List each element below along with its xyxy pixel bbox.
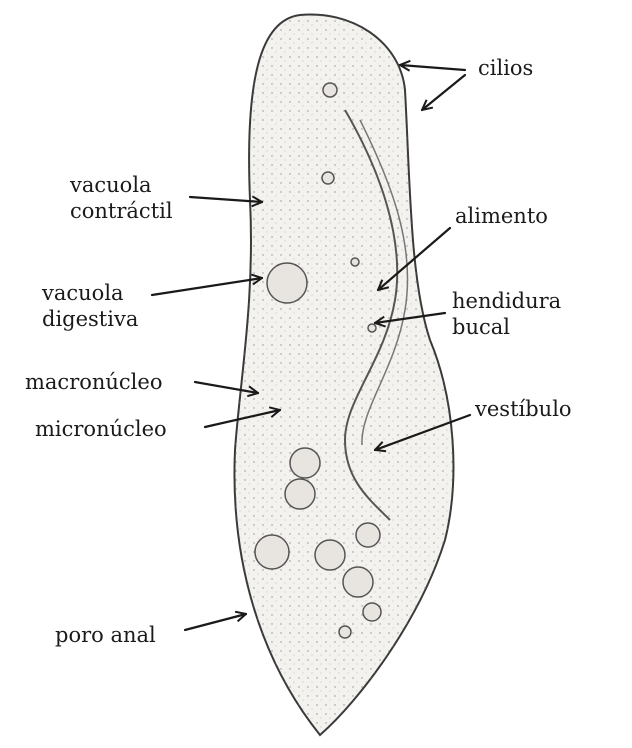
granule xyxy=(350,257,360,267)
label-vacuola-digestiva-2: digestiva xyxy=(42,307,138,331)
food-vacuole xyxy=(355,522,381,548)
arrow-cilios-2 xyxy=(422,73,467,110)
arrow-vacuola-contractil xyxy=(188,197,262,202)
arrow-macronucleo xyxy=(193,380,258,393)
paramecium-body xyxy=(233,13,455,737)
arrow-poro-anal xyxy=(183,614,246,632)
granule xyxy=(367,323,377,333)
oral-groove-edge xyxy=(359,119,409,446)
granule xyxy=(321,171,335,185)
granule xyxy=(322,82,338,98)
arrow-hendidura-bucal xyxy=(375,311,447,323)
label-vacuola-digestiva-1: vacuola xyxy=(41,281,124,305)
vacuoles xyxy=(254,82,382,639)
arrow-alimento xyxy=(378,226,452,290)
label-poro-anal: poro anal xyxy=(55,623,156,647)
label-alimento: alimento xyxy=(455,204,548,228)
contractile-vacuole xyxy=(266,262,308,304)
food-vacuole xyxy=(362,602,382,622)
food-vacuole xyxy=(284,478,316,510)
food-vacuole xyxy=(254,534,290,570)
food-vacuole xyxy=(314,539,346,571)
arrow-vestibulo xyxy=(375,413,472,450)
label-hendidura-bucal-1: hendidura xyxy=(452,289,561,313)
arrow-micronucleo xyxy=(203,410,280,429)
label-vacuola-contractil-2: contráctil xyxy=(70,199,173,223)
label-vacuola-contractil-1: vacuola xyxy=(69,173,152,197)
oral-groove xyxy=(343,109,399,521)
arrows xyxy=(150,65,472,632)
label-hendidura-bucal-2: bucal xyxy=(452,315,510,339)
granule xyxy=(338,625,352,639)
food-vacuole xyxy=(289,447,321,479)
food-vacuole xyxy=(342,566,374,598)
label-micronucleo: micronúcleo xyxy=(35,417,167,441)
label-macronucleo: macronúcleo xyxy=(25,370,162,394)
arrow-cilios-1 xyxy=(400,65,467,70)
label-vestibulo: vestíbulo xyxy=(474,397,572,421)
label-cilios: cilios xyxy=(478,56,533,80)
arrow-vacuola-digestiva xyxy=(150,278,262,297)
